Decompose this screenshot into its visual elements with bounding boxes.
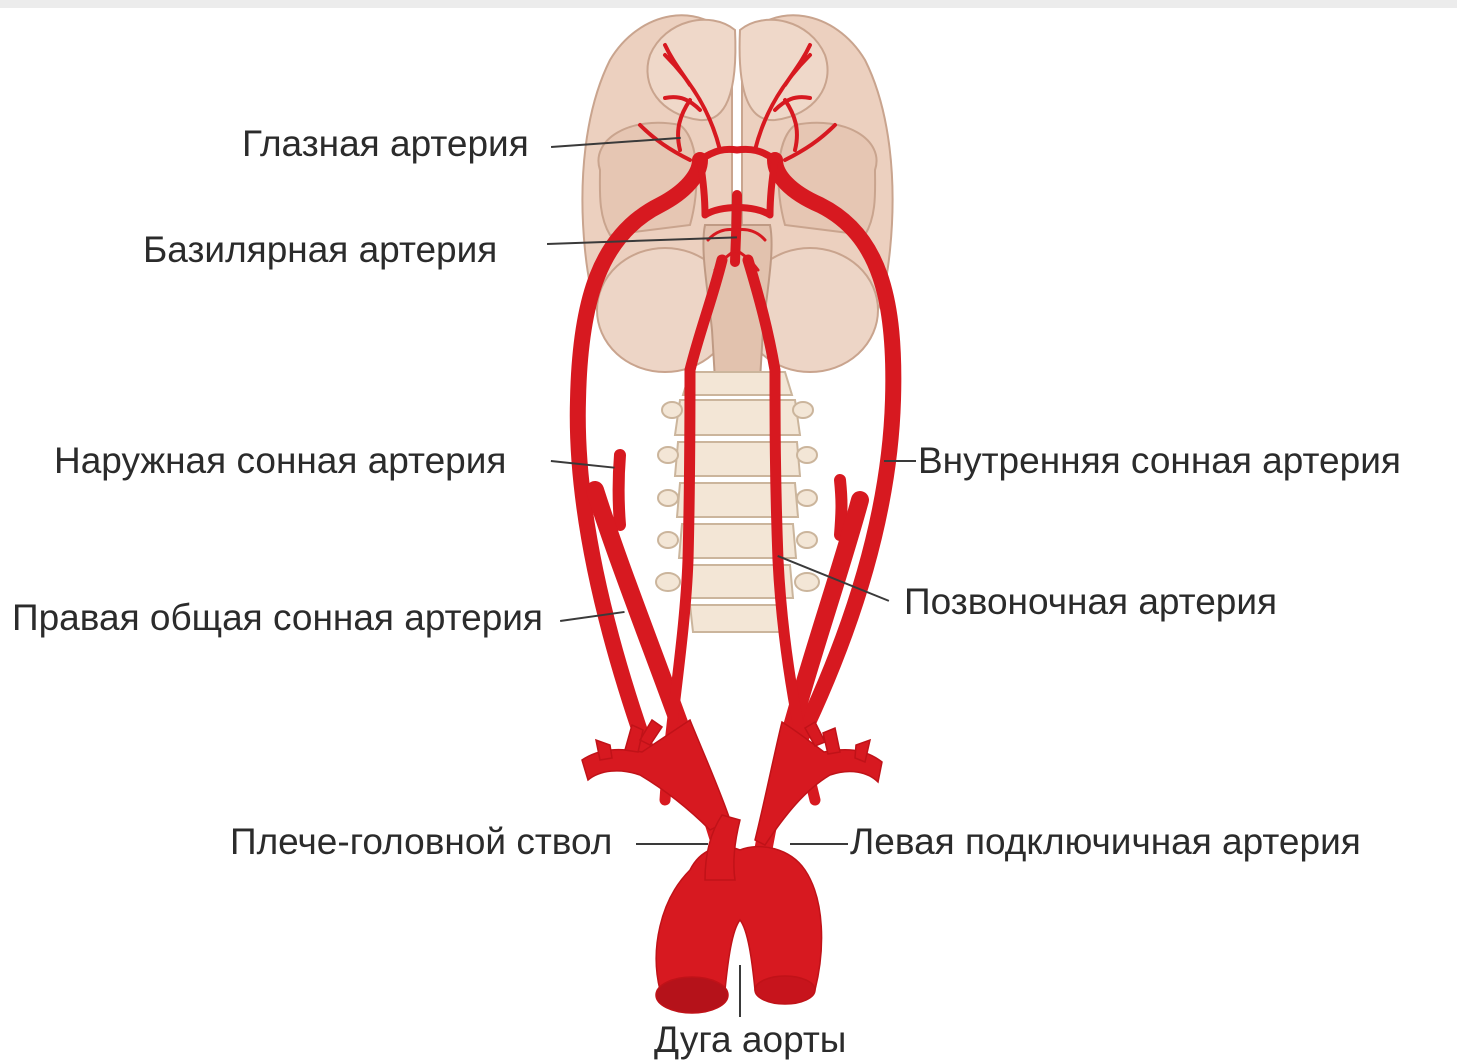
vertebra-7 bbox=[690, 605, 788, 632]
label-external-carotid-artery: Наружная сонная артерия bbox=[54, 441, 506, 481]
label-basilar-artery: Базилярная артерия bbox=[143, 230, 497, 270]
label-brachiocephalic-trunk: Плече-головной ствол bbox=[230, 822, 612, 862]
cervical-spine bbox=[656, 372, 819, 632]
leader-aortic-arch bbox=[739, 965, 741, 1017]
label-ophthalmic-artery: Глазная артерия bbox=[242, 124, 529, 164]
label-vertebral-artery: Позвоночная артерия bbox=[904, 582, 1277, 622]
label-right-common-carotid-artery: Правая общая сонная артерия bbox=[12, 598, 543, 638]
great-vessels bbox=[582, 720, 882, 1013]
right-external-carotid bbox=[619, 455, 621, 525]
leader-internal-carotid bbox=[884, 460, 916, 462]
leader-left-subclavian bbox=[790, 843, 848, 845]
label-aortic-arch: Дуга аорты bbox=[654, 1020, 846, 1060]
left-external-carotid bbox=[840, 480, 842, 535]
label-left-subclavian-artery: Левая подключичная артерия bbox=[850, 822, 1361, 862]
aorta-cut-left bbox=[656, 977, 728, 1013]
label-internal-carotid-artery: Внутренняя сонная артерия bbox=[918, 441, 1401, 481]
aorta-cut-right bbox=[755, 976, 815, 1004]
leader-brachiocephalic bbox=[636, 843, 708, 845]
